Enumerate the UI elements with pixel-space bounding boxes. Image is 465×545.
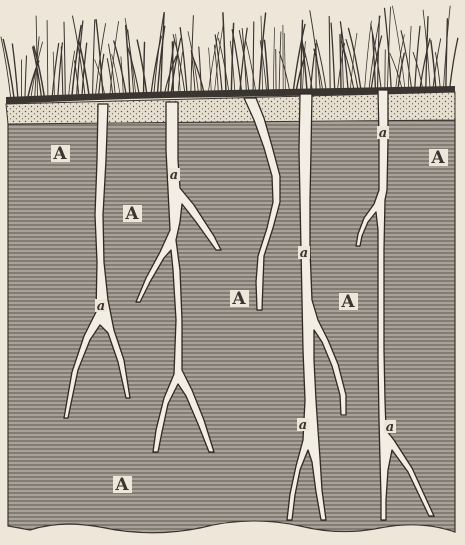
soil-label-A: A: [231, 289, 246, 309]
channel-label-a: a: [379, 126, 387, 141]
channel-label-a: a: [386, 420, 394, 435]
grass-blade: [253, 22, 254, 94]
grass-blade: [385, 50, 386, 90]
grass-blade: [172, 42, 173, 96]
channel-label-a: a: [300, 246, 308, 261]
soil-label-A: A: [124, 204, 139, 224]
soil-label-A: A: [52, 144, 67, 164]
channel-label-a: a: [170, 168, 178, 183]
soil-label-A: A: [430, 148, 445, 168]
soil-label-A: A: [114, 475, 129, 495]
channel-label-a: a: [299, 418, 307, 433]
soil-label-A: A: [340, 292, 355, 312]
channel-label-a: a: [97, 299, 105, 314]
